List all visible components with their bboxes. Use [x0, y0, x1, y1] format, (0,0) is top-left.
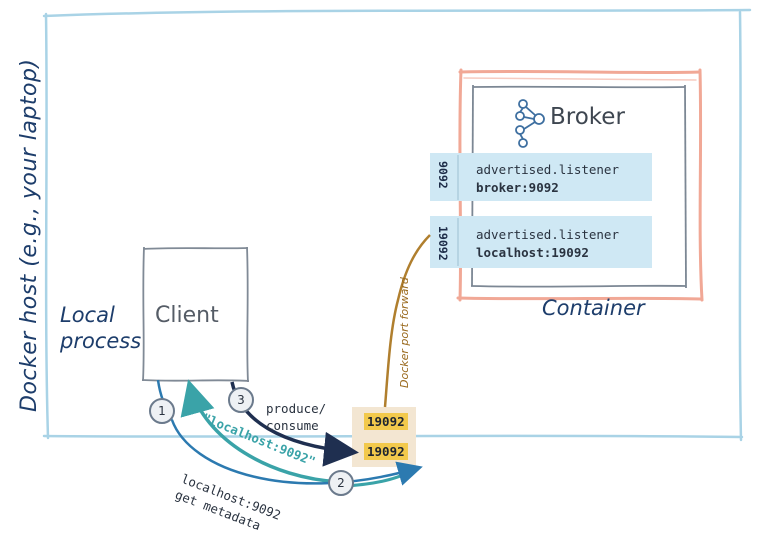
- get-metadata-arrow: [170, 419, 423, 486]
- metadata-response-arrow: [180, 379, 341, 484]
- listener-19092: advertised.listener localhost:19092: [476, 226, 619, 262]
- listener-band-19092: [430, 216, 652, 268]
- listener-port-9092: 9092: [436, 161, 450, 189]
- step-1-badge: 1: [149, 398, 175, 424]
- listener-9092: advertised.listener broker:9092: [476, 161, 619, 197]
- step-2-badge: 2: [328, 470, 354, 496]
- broker-label: Broker: [550, 104, 625, 130]
- forward-port-bottom: 19092: [364, 443, 408, 460]
- listener-band-9092: [430, 153, 652, 201]
- listener-port-19092: 19092: [436, 226, 450, 261]
- broker-box: [470, 84, 687, 289]
- docker-host-label: Docker host (e.g., your laptop): [17, 58, 42, 412]
- local-process-label: Local process: [60, 303, 142, 353]
- listener-9092-value: broker:9092: [476, 180, 559, 195]
- docker-port-forward-label: Docker port forward: [398, 277, 411, 388]
- step-3-badge: 3: [228, 387, 254, 413]
- broker-node-icon: [515, 99, 545, 148]
- listener-9092-key: advertised.listener: [476, 162, 619, 177]
- container-label: Container: [542, 296, 645, 320]
- client-label: Client: [155, 303, 219, 328]
- listener-19092-value: localhost:19092: [476, 245, 589, 260]
- docker-port-forward-line: [383, 234, 431, 408]
- forward-port-top: 19092: [364, 413, 408, 430]
- produce-consume-label: produce/ consume: [266, 401, 327, 433]
- listener-19092-key: advertised.listener: [476, 227, 619, 242]
